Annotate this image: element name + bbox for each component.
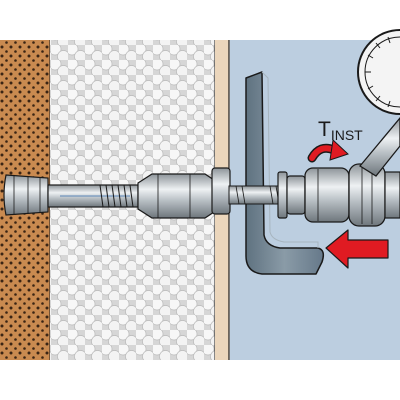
torque-subscript: INST <box>331 127 363 143</box>
washer <box>277 171 288 219</box>
fixture-bracket <box>245 71 325 275</box>
nut <box>286 175 306 215</box>
torque-wrench-socket <box>304 163 400 227</box>
anchor-sleeve <box>3 167 231 219</box>
rotation-arrow <box>307 138 349 163</box>
push-arrow <box>325 229 389 269</box>
torque-label: TINST <box>318 118 363 143</box>
torque-wrench <box>357 29 400 177</box>
torque-symbol: T <box>318 118 331 141</box>
